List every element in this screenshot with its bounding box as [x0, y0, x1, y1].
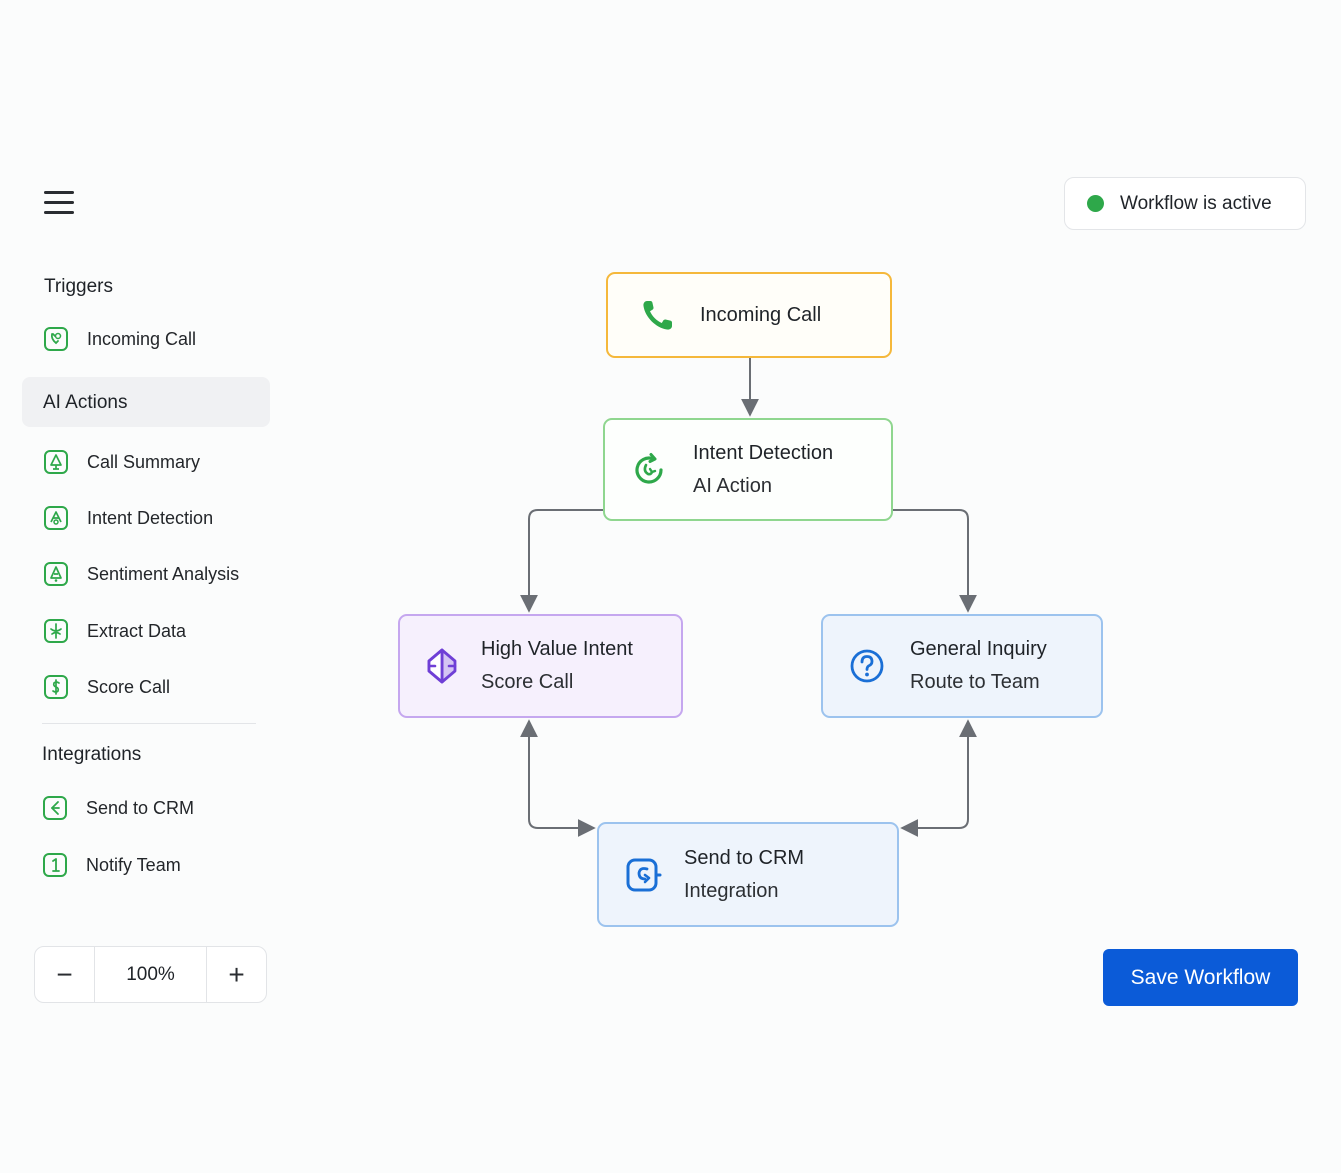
workflow-status-badge: Workflow is active: [1064, 177, 1306, 230]
save-workflow-button[interactable]: Save Workflow: [1103, 949, 1298, 1006]
section-title-integrations: Integrations: [42, 744, 142, 765]
score-badge-icon: [44, 675, 68, 699]
node-title: Send to CRM: [684, 846, 805, 869]
node-title: Intent Detection: [693, 441, 834, 464]
phone-badge-icon: [44, 327, 68, 351]
diamond-split-icon: [427, 648, 457, 684]
sidebar-item-send-to-crm[interactable]: Send to CRM: [42, 793, 194, 823]
node-subtitle: Score Call: [481, 671, 574, 693]
node-text: General Inquiry Route to Team: [910, 638, 1047, 694]
node-title: Incoming Call: [700, 303, 822, 326]
question-icon: [850, 649, 884, 683]
node-intent-detection[interactable]: Intent Detection AI Action: [603, 418, 893, 521]
sidebar-item-notify-team[interactable]: Notify Team: [42, 850, 181, 880]
menu-bar: [44, 211, 74, 214]
phone-icon: [643, 301, 672, 330]
sidebar-item-label: Intent Detection: [87, 507, 214, 528]
node-general-inquiry[interactable]: General Inquiry Route to Team: [821, 614, 1103, 718]
edge-high-value-crm: [520, 719, 596, 837]
summary-badge-icon: [44, 450, 68, 474]
node-send-to-crm[interactable]: Send to CRM Integration: [597, 822, 899, 927]
edge-general-crm: [900, 719, 977, 837]
sidebar-item-label: Call Summary: [87, 451, 201, 472]
section-title-ai-actions[interactable]: AI Actions: [43, 392, 128, 413]
status-text: Workflow is active: [1120, 192, 1272, 214]
sidebar-item-label: Incoming Call: [87, 328, 197, 349]
sidebar-divider: [42, 723, 256, 724]
extract-badge-icon: [44, 619, 68, 643]
node-subtitle: Route to Team: [910, 671, 1040, 693]
zoom-out-button[interactable]: −: [35, 947, 95, 1002]
node-title: General Inquiry: [910, 638, 1047, 660]
crm-integration-icon: [626, 858, 662, 891]
sidebar-item-sentiment-analysis[interactable]: Sentiment Analysis: [43, 559, 239, 589]
sidebar-item-label: Notify Team: [86, 854, 181, 875]
section-highlight-ai-actions: [22, 377, 270, 427]
node-text: Intent Detection AI Action: [693, 442, 833, 498]
node-title: High Value Intent: [481, 638, 633, 660]
node-subtitle: AI Action: [693, 474, 772, 497]
node-text: High Value Intent Score Call: [481, 638, 633, 694]
refresh-cycle-icon: [635, 452, 663, 484]
menu-bar: [44, 191, 74, 194]
sidebar-item-label: Sentiment Analysis: [87, 563, 240, 584]
status-dot-icon: [1087, 195, 1104, 212]
sidebar-item-call-summary[interactable]: Call Summary: [43, 447, 200, 477]
node-text: Incoming Call: [700, 304, 821, 327]
zoom-control: − 100% +: [34, 946, 267, 1003]
node-incoming-call[interactable]: Incoming Call: [606, 272, 892, 358]
edge-intent-to-high-value: [520, 509, 603, 613]
hamburger-menu-button[interactable]: [40, 188, 78, 218]
section-title-triggers: Triggers: [44, 276, 113, 297]
sentiment-badge-icon: [44, 562, 68, 586]
sidebar-item-label: Score Call: [87, 676, 171, 697]
node-text: Send to CRM Integration: [684, 847, 804, 903]
sidebar-item-incoming-call[interactable]: Incoming Call: [43, 324, 196, 354]
zoom-level: 100%: [126, 963, 175, 985]
sidebar-item-intent-detection[interactable]: Intent Detection: [43, 503, 213, 533]
sidebar-item-score-call[interactable]: Score Call: [43, 672, 170, 702]
sidebar-item-label: Extract Data: [87, 620, 187, 641]
crm-badge-icon: [43, 796, 67, 820]
intent-badge-icon: [44, 506, 68, 530]
edge-intent-to-general: [893, 509, 977, 613]
node-high-value-intent[interactable]: High Value Intent Score Call: [398, 614, 683, 718]
notify-badge-icon: [43, 853, 67, 877]
zoom-in-button[interactable]: +: [206, 947, 266, 1002]
node-subtitle: Integration: [684, 879, 779, 902]
sidebar-item-extract-data[interactable]: Extract Data: [43, 616, 186, 646]
sidebar-item-label: Send to CRM: [86, 797, 195, 818]
menu-bar: [44, 201, 74, 204]
